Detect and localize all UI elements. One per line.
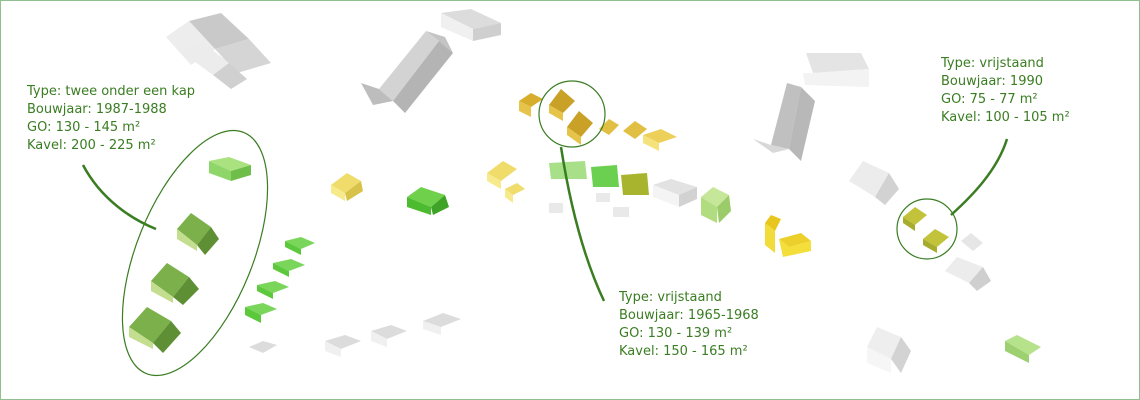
building-bright-green-c bbox=[257, 281, 289, 299]
building-yellow-large-right bbox=[765, 215, 811, 257]
building-grey-far-right bbox=[945, 233, 991, 291]
annotation-kavel: Kavel: 100 - 105 m² bbox=[941, 110, 1070, 125]
leader-line-vrijstaand-1990 bbox=[950, 138, 1009, 216]
building-light-green-mid-1 bbox=[549, 161, 587, 179]
annotation-type: Type: twee onder een kap bbox=[27, 84, 196, 99]
building-grey-topleft-2 bbox=[183, 41, 247, 89]
leader-line-twee-onder-een-kap bbox=[81, 164, 157, 231]
building-grey-top-center bbox=[441, 9, 501, 41]
annotation-go: GO: 75 - 77 m² bbox=[941, 92, 1038, 107]
building-olive-right-2 bbox=[923, 229, 949, 253]
building-olive-right-1 bbox=[903, 207, 927, 231]
highlight-circles bbox=[121, 80, 958, 377]
building-grey-long-diagonal bbox=[361, 31, 453, 113]
building-gold-cluster bbox=[519, 89, 677, 151]
annotation-bouwjaar: Bouwjaar: 1965-1968 bbox=[619, 308, 759, 323]
building-dark-green-1 bbox=[177, 213, 219, 255]
building-grey-right-diagonal bbox=[753, 83, 815, 161]
building-grey-right-top bbox=[803, 53, 869, 87]
building-light-green-bottom-right bbox=[1005, 335, 1041, 363]
building-light-green-mid-3 bbox=[701, 187, 731, 223]
building-yellow-center-1 bbox=[487, 161, 525, 203]
building-yellow-small-left bbox=[331, 173, 363, 201]
annotation-go: GO: 130 - 139 m² bbox=[619, 326, 733, 341]
buildings-vrijstaand-1990 bbox=[903, 207, 949, 253]
building-grey-bottom-row bbox=[249, 313, 461, 357]
annotation-type: Type: vrijstaand bbox=[941, 56, 1044, 71]
annotation-type: Type: vrijstaand bbox=[619, 290, 722, 305]
annotation-bouwjaar: Bouwjaar: 1990 bbox=[941, 74, 1044, 89]
grey-buildings bbox=[166, 9, 991, 373]
building-dark-green-2 bbox=[151, 263, 199, 305]
building-dark-green-3 bbox=[129, 307, 181, 353]
leader-line-vrijstaand-1965 bbox=[559, 146, 606, 302]
buildings-bright-green-left bbox=[245, 187, 449, 323]
building-bright-green-d bbox=[245, 303, 277, 323]
building-bright-green-a bbox=[285, 237, 315, 255]
annotation-vrijstaand-1990: Type: vrijstaand Bouwjaar: 1990 GO: 75 -… bbox=[941, 55, 1070, 127]
building-bright-green-center bbox=[407, 187, 449, 215]
building-grey-bottom-right bbox=[867, 327, 911, 373]
building-grey-small-cluster bbox=[549, 193, 629, 217]
buildings-twee-onder-een-kap bbox=[129, 157, 251, 353]
buildings-mid-row-green bbox=[549, 161, 1041, 363]
annotation-go: GO: 130 - 145 m² bbox=[27, 120, 141, 135]
building-olive-mid bbox=[621, 173, 649, 195]
annotation-vrijstaand-1965: Type: vrijstaand Bouwjaar: 1965-1968 GO:… bbox=[619, 289, 759, 361]
building-light-green-top bbox=[209, 157, 251, 181]
building-grey-mid-row bbox=[653, 179, 697, 207]
buildings-yellow-gold bbox=[331, 89, 811, 257]
circle-twee-onder-een-kap bbox=[121, 129, 269, 377]
building-bright-green-mid-2 bbox=[591, 165, 619, 187]
annotation-bouwjaar: Bouwjaar: 1987-1988 bbox=[27, 102, 167, 117]
annotation-twee-onder-een-kap: Type: twee onder een kap Bouwjaar: 1987-… bbox=[27, 83, 195, 155]
circle-vrijstaand-1965 bbox=[538, 80, 606, 148]
building-bright-green-b bbox=[273, 259, 305, 277]
annotation-kavel: Kavel: 150 - 165 m² bbox=[619, 344, 748, 359]
leader-lines bbox=[81, 138, 1009, 302]
annotation-kavel: Kavel: 200 - 225 m² bbox=[27, 138, 156, 153]
circle-vrijstaand-1990 bbox=[896, 198, 958, 260]
building-grey-right-cube bbox=[849, 161, 899, 205]
